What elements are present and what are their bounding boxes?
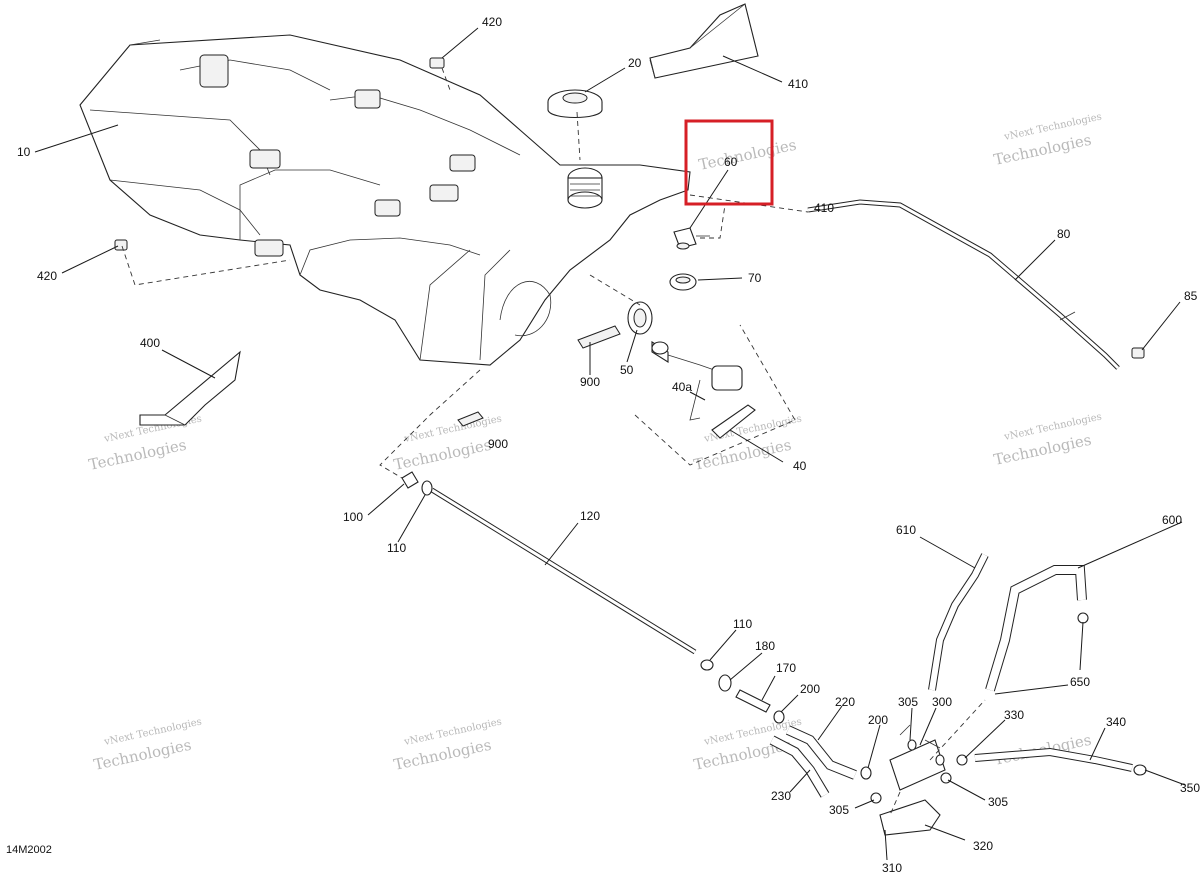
hose-230[interactable] xyxy=(769,735,830,798)
watermark-text: Technologies xyxy=(87,436,188,474)
connector-fitting[interactable] xyxy=(718,674,785,724)
callout-110-lower[interactable]: 110 xyxy=(733,617,752,631)
grommet[interactable] xyxy=(669,273,697,291)
callout-40[interactable]: 40 xyxy=(793,459,807,473)
callout-50[interactable]: 50 xyxy=(620,363,634,377)
clip-bottom[interactable] xyxy=(114,239,128,251)
hose-220[interactable] xyxy=(785,725,857,780)
hose-fitting[interactable] xyxy=(401,471,419,489)
callout-20[interactable]: 20 xyxy=(628,56,642,70)
tube-end-cap[interactable] xyxy=(1131,347,1145,359)
hose-610[interactable] xyxy=(928,553,989,691)
hose-340[interactable] xyxy=(974,747,1133,772)
vent-valve[interactable] xyxy=(673,227,710,250)
callout-300[interactable]: 300 xyxy=(932,695,952,709)
callout-80[interactable]: 80 xyxy=(1057,227,1071,241)
callout-330[interactable]: 330 xyxy=(1004,708,1024,722)
callout-320[interactable]: 320 xyxy=(973,839,993,853)
callout-610[interactable]: 610 xyxy=(896,523,916,537)
callout-220[interactable]: 220 xyxy=(835,695,855,709)
heat-shield-side[interactable] xyxy=(139,350,241,426)
fuel-pump-assembly[interactable] xyxy=(627,301,756,439)
watermark-text: Technologies xyxy=(697,136,798,174)
hose-600[interactable] xyxy=(985,565,1087,692)
callout-labels: 10 420 20 410 60 410 80 85 420 70 400 90… xyxy=(17,15,1200,875)
callout-70[interactable]: 70 xyxy=(748,271,762,285)
clamp-330[interactable] xyxy=(956,754,968,766)
hose-end-350[interactable] xyxy=(1133,764,1147,776)
callout-650[interactable]: 650 xyxy=(1070,675,1090,689)
callout-900-lower[interactable]: 900 xyxy=(488,437,508,451)
callout-900[interactable]: 900 xyxy=(580,375,600,389)
callout-85[interactable]: 85 xyxy=(1184,289,1198,303)
bracket-320[interactable] xyxy=(879,799,941,836)
dashed-guides xyxy=(121,67,986,816)
callout-600[interactable]: 600 xyxy=(1162,513,1182,527)
callout-200-upper[interactable]: 200 xyxy=(800,682,820,696)
callout-310[interactable]: 310 xyxy=(882,861,902,875)
vent-tube[interactable] xyxy=(807,199,1120,370)
callout-410-top[interactable]: 410 xyxy=(788,77,808,91)
callout-230[interactable]: 230 xyxy=(771,789,791,803)
callout-400[interactable]: 400 xyxy=(140,336,160,350)
hose-clamp-lower[interactable] xyxy=(700,659,714,671)
callout-420-left[interactable]: 420 xyxy=(37,269,57,283)
callout-350[interactable]: 350 xyxy=(1180,781,1200,795)
foam-strip-lower[interactable] xyxy=(457,411,484,427)
callout-305-right[interactable]: 305 xyxy=(988,795,1008,809)
callout-120[interactable]: 120 xyxy=(580,509,600,523)
clamp-305-right[interactable] xyxy=(940,772,952,784)
callout-180[interactable]: 180 xyxy=(755,639,775,653)
callout-60[interactable]: 60 xyxy=(724,155,738,169)
callout-200-lower[interactable]: 200 xyxy=(868,713,888,727)
foam-strip[interactable] xyxy=(577,325,621,349)
diagram-code: 14M2002 xyxy=(6,844,52,856)
fuel-tank[interactable] xyxy=(79,34,691,366)
callout-100[interactable]: 100 xyxy=(343,510,363,524)
callout-420-top[interactable]: 420 xyxy=(482,15,502,29)
callout-170[interactable]: 170 xyxy=(776,661,796,675)
callout-305-upper[interactable]: 305 xyxy=(898,695,918,709)
callout-110-upper[interactable]: 110 xyxy=(387,541,406,555)
callout-10[interactable]: 10 xyxy=(17,145,31,159)
callout-340[interactable]: 340 xyxy=(1106,715,1126,729)
callout-410-right[interactable]: 410 xyxy=(814,201,834,215)
valve-block[interactable] xyxy=(889,724,946,791)
leader-lines xyxy=(34,27,1186,861)
fuel-hose[interactable] xyxy=(430,487,697,655)
clamp-305[interactable] xyxy=(870,792,882,804)
callout-305-lower[interactable]: 305 xyxy=(829,803,849,817)
clip-top[interactable] xyxy=(429,57,445,69)
clamp-650[interactable] xyxy=(1077,612,1089,624)
callout-40a[interactable]: 40a xyxy=(672,380,692,394)
heat-shield-top[interactable] xyxy=(649,3,759,79)
highlight-box-part-60 xyxy=(684,119,774,206)
hose-clamp[interactable] xyxy=(421,480,433,496)
fuel-cap[interactable] xyxy=(547,89,603,118)
clamp-200-lower[interactable] xyxy=(860,766,872,780)
